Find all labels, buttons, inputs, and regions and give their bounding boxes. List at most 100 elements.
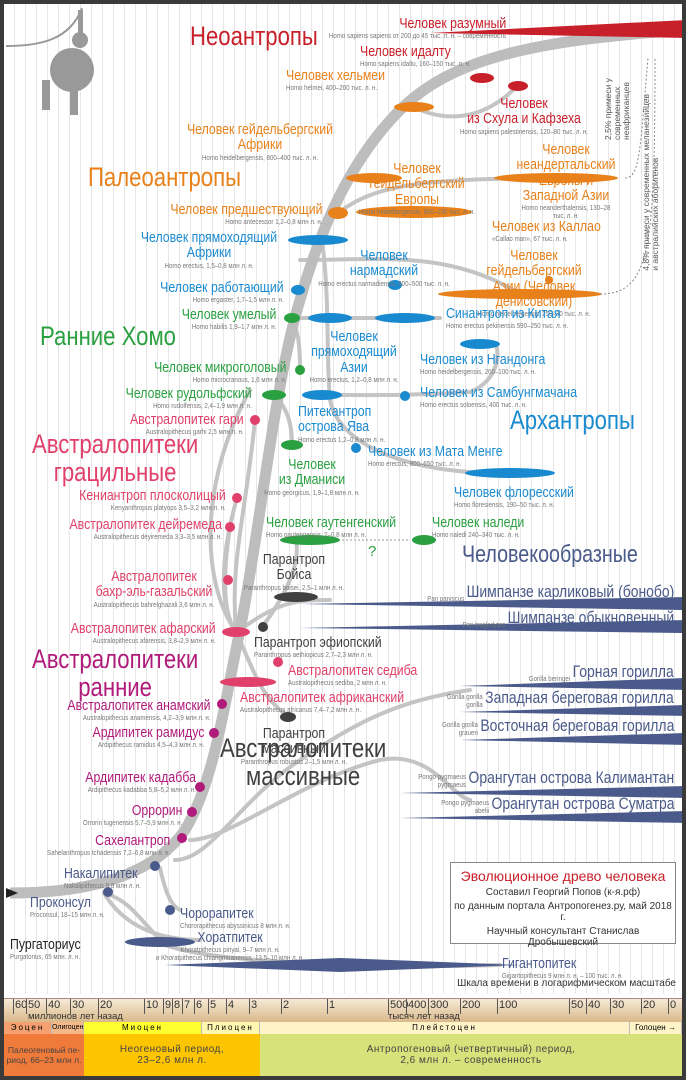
lens-markers <box>103 73 618 972</box>
branch-chororapithecus <box>158 866 182 912</box>
branch-grac <box>208 388 252 634</box>
lens-idaltu <box>470 73 494 83</box>
tick: 200 <box>460 999 480 1014</box>
tick: 7 <box>182 999 190 1014</box>
branch-gorilla <box>173 688 472 862</box>
lens-neanderthal <box>494 173 618 183</box>
time-gridlines <box>4 4 682 994</box>
dot-deyiremeda <box>225 522 235 532</box>
tick: 4 <box>226 999 234 1014</box>
credits-consultant: Научный консультант Станислав Дробышевск… <box>486 926 640 948</box>
dot-callao <box>545 276 553 284</box>
lens-rudolfensis <box>262 390 286 400</box>
dot-nakalipithecus <box>150 861 160 871</box>
periods-row: Палеогеновый пе- риод, 66–23 млн л. Неог… <box>4 1034 682 1076</box>
timescale-bar: 60 50 40 30 20 10 9 8 7 6 5 4 3 2 1 500 … <box>4 998 682 1022</box>
branch-denisovan <box>298 257 522 296</box>
lens-sinantrop <box>375 313 435 323</box>
lens-ergaster <box>291 285 305 295</box>
branch-chimp <box>238 598 332 632</box>
tick: 2 <box>281 999 289 1014</box>
period-paleogene: Палеогеновый пе- риод, 66–23 млн л. <box>4 1034 84 1076</box>
species-label: Человек из Каллао«Callao man», 67 тыс. л… <box>492 218 601 244</box>
tick: 10 <box>144 999 158 1014</box>
dot-bahrelghazali <box>223 575 233 585</box>
group-early-homo: Ранние Хомо <box>40 321 177 351</box>
lens-skhul <box>508 81 528 91</box>
credits-author: Составил Георгий Попов (к-я.рф) <box>485 887 641 898</box>
dot-anamensis <box>217 699 227 709</box>
lens-gigantopithecus <box>165 958 520 972</box>
trunk-start-marker <box>6 888 18 898</box>
tick: 9 <box>163 999 171 1014</box>
dot-orrorin <box>187 807 197 817</box>
tick: 6 <box>194 999 202 1014</box>
lens-antecessor <box>328 207 348 219</box>
admixture-note-nonafricans: 2,5% примеси у современных неафриканцев <box>603 78 631 140</box>
epoch-eocene: Эоцен <box>4 1022 52 1034</box>
lens-heid-africa <box>346 173 402 183</box>
lens-boisei <box>274 592 318 602</box>
species-label: Человек гейдельбергский Азии (Человек де… <box>477 247 591 319</box>
tick: 50 <box>569 999 583 1014</box>
branch-ngandong <box>328 342 500 398</box>
dot-sambungmacan <box>400 391 410 401</box>
lens-narmada <box>388 280 402 290</box>
group-neoanthropes: Неоантропы <box>190 21 318 51</box>
lens-erectus-asia <box>308 313 352 323</box>
tick: 20 <box>641 999 655 1014</box>
group-archanthropes: Архантропы <box>510 405 635 435</box>
lens-erectus-africa <box>288 235 348 245</box>
credits-title: Эволюционное древо человека <box>460 868 666 884</box>
admixture-arrows <box>599 57 656 295</box>
species-label: Человек неандертальский Европы и Западно… <box>516 141 616 220</box>
tick: 60 <box>13 999 27 1014</box>
wedge-gorilla-beringei <box>460 678 682 690</box>
group-australopithecus-robust: Австралопитеки массивные <box>220 733 387 792</box>
lens-helmei <box>394 102 434 112</box>
tree-diagram <box>5 7 682 972</box>
tick: 50 <box>26 999 40 1014</box>
lens-java <box>302 390 342 400</box>
dot-garhi <box>250 415 260 425</box>
epoch-pliocene: Плиоцен <box>202 1022 260 1034</box>
period-neogene: Неогеновый период, 23–2,6 млн л. <box>84 1034 260 1076</box>
epoch-pleistocene: Плейстоцен <box>260 1022 630 1034</box>
lens-flores <box>465 468 555 478</box>
tick: 500 <box>388 999 408 1014</box>
wedge-bonobo <box>300 597 682 610</box>
dot-proconsul <box>103 887 113 897</box>
group-paleoanthropes: Палеоантропы <box>88 162 241 192</box>
ape-wedges <box>300 597 682 823</box>
unit-million-years: миллионов лет назад <box>28 1011 123 1022</box>
dot-ramidus <box>209 728 219 738</box>
